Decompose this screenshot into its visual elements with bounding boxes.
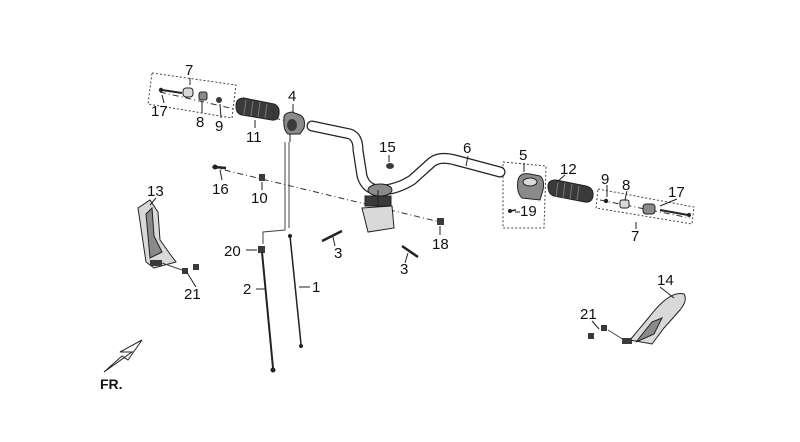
switch-housing [517,173,545,201]
handlebar-clamp [361,183,395,233]
bolt-16 [212,164,227,170]
callout-3-left: 3 [334,245,342,262]
callout-1: 1 [312,279,320,296]
leader-lines [149,78,678,330]
callout-6: 6 [463,140,471,157]
nut-10 [259,174,265,181]
callout-labels: 7 17 8 9 11 4 16 10 15 6 5 12 9 8 17 7 1… [147,62,685,323]
screw-19 [508,209,517,213]
group-box-right-weights [595,188,695,225]
callout-17-right: 17 [668,184,685,201]
throttle-cables [261,142,303,373]
callout-19: 19 [520,203,537,220]
assembly-axis-right [599,199,691,219]
callout-3-right: 3 [400,261,408,278]
right-cover [588,292,686,345]
left-bar-end-parts [158,87,222,103]
pins [321,229,419,259]
callout-4: 4 [288,88,296,105]
callout-13: 13 [147,183,164,200]
callout-12: 12 [560,161,577,178]
clip-20 [258,246,265,253]
callout-8-left: 8 [196,114,204,131]
right-bar-end-parts [603,198,691,217]
front-direction-arrow: FR. [100,339,143,392]
fasteners [212,163,517,253]
callout-9-right: 9 [601,171,609,188]
callout-2: 2 [243,281,251,298]
callout-10: 10 [251,190,268,207]
callout-21-left: 21 [184,286,201,303]
callout-7-right: 7 [631,228,639,245]
group-box-right-switch [502,161,547,229]
fr-label: FR. [100,376,123,392]
callout-9-left: 9 [215,118,223,135]
nut-18 [437,218,444,225]
right-grip [547,179,594,203]
callout-15: 15 [379,139,396,156]
throttle-housing [283,111,305,142]
callout-16: 16 [212,181,229,198]
group-box-left-weights [147,72,237,119]
callout-11: 11 [246,129,262,146]
callout-20: 20 [224,243,241,260]
callout-14: 14 [657,272,674,289]
callout-5: 5 [519,147,527,164]
callout-7-left: 7 [185,62,193,79]
callout-18: 18 [432,236,449,253]
nut-15 [386,163,394,169]
callout-8-right: 8 [622,177,630,194]
handlebar [306,120,506,196]
callout-21-right: 21 [580,306,597,323]
left-cover [137,199,199,274]
assembly-axis-center [211,166,441,223]
left-grip [235,97,280,121]
callout-17-left: 17 [151,103,168,120]
